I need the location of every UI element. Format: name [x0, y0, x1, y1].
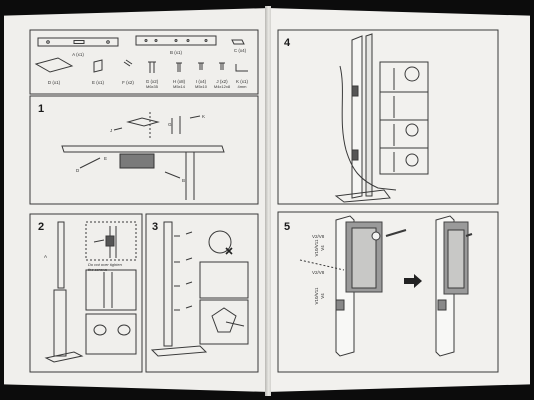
- step-1-callout-e: E: [104, 156, 107, 161]
- left-page: [4, 8, 270, 392]
- part-j-label: J (x2): [216, 79, 228, 84]
- part-h-screw: [176, 62, 182, 72]
- step-1-callout-b: B: [182, 178, 185, 183]
- step-4-zoom-2: [405, 123, 419, 137]
- part-h-spec: M5x14: [173, 84, 186, 89]
- step-1-callout-d: D: [76, 168, 80, 173]
- step-5-label-3: V2/V8: [312, 234, 325, 239]
- step-1-frame: [29, 95, 259, 205]
- step-2-callout-a: A: [44, 254, 47, 259]
- step-4-number: 4: [284, 37, 291, 49]
- part-j-screw: [219, 62, 225, 70]
- part-i-screw: [198, 62, 204, 70]
- part-k-allen-key: [235, 64, 248, 72]
- part-a-label: A (x1): [72, 52, 84, 57]
- step-1-shelf-box: [119, 153, 155, 169]
- part-e-piece: [93, 59, 103, 73]
- step-1-tabletop: [61, 145, 225, 153]
- step-5-arrow: [404, 274, 422, 288]
- step-5-label-1: V10/V11: [314, 239, 319, 256]
- part-j-spec: M4x12x8: [214, 84, 231, 89]
- step-5-label-6: V2/V8: [312, 270, 325, 275]
- part-c-bracket: [231, 39, 245, 45]
- part-k-spec: 4mm: [238, 84, 248, 89]
- step-4-frame: [277, 29, 499, 205]
- part-d-plate: [34, 57, 74, 73]
- step-3-detail-2: [199, 299, 249, 345]
- part-g-bolt: [148, 61, 156, 73]
- step-2-number: 2: [38, 221, 44, 233]
- step-3-detail-1: [199, 261, 249, 299]
- step-4-base: [334, 189, 391, 203]
- step-4-zoom-1: [404, 66, 420, 82]
- step-5-label-5: V4: [320, 293, 325, 299]
- step-4-pole: [351, 35, 363, 199]
- step-3-base: [150, 345, 208, 357]
- step-2-detail-3: [85, 313, 137, 355]
- step-3-number: 3: [152, 221, 158, 233]
- step-2-base: [44, 351, 84, 363]
- part-d-label: D (x1): [48, 80, 61, 85]
- step-1-number: 1: [38, 103, 44, 115]
- step-5-frame: [277, 211, 499, 373]
- step-2-detail-2: [85, 269, 137, 311]
- step-1-callout-j: J: [110, 128, 112, 133]
- step-3-pole: [163, 221, 173, 347]
- part-k-label: K (x1): [236, 79, 249, 84]
- step-2-frame: [29, 213, 143, 373]
- part-i-spec: M5x10: [195, 84, 208, 89]
- step-2-pole-upper: [57, 221, 65, 289]
- page-fold: [265, 6, 271, 396]
- step-3-warning-circle: [208, 230, 232, 254]
- step-2-pole-lower: [53, 289, 67, 357]
- step-2-detail-1: [85, 221, 137, 261]
- part-b-bar: [135, 35, 217, 46]
- part-f-piece: [123, 59, 133, 67]
- step-1-pole: [185, 152, 195, 200]
- part-f-label: F (x2): [122, 80, 134, 85]
- part-h-label: H (x8): [173, 79, 186, 84]
- step-5-label-2: V4: [320, 245, 325, 251]
- part-g-label: G (x2): [146, 79, 159, 84]
- step-1-washer: [126, 117, 160, 127]
- step-1-callout-k: K: [202, 114, 205, 119]
- part-c-label: C (x4): [234, 48, 247, 53]
- parts-list-frame: [29, 29, 259, 95]
- right-page: [267, 8, 530, 392]
- step-3-frame: [145, 213, 259, 373]
- step-1-callout-g: G: [168, 122, 172, 127]
- step-5-number: 5: [284, 221, 290, 233]
- step-4-detail-frame: [379, 61, 429, 175]
- step-2-warning-line-2: the screws: [88, 267, 107, 272]
- part-a-bar: [37, 37, 119, 47]
- step-5-label-4: V10/V11: [314, 287, 319, 304]
- part-i-label: I (x4): [196, 79, 207, 84]
- part-b-label: B (x1): [170, 50, 183, 55]
- part-e-label: E (x1): [92, 80, 105, 85]
- step-4-cable: [339, 65, 397, 191]
- step-2-warning-line-1: Do not over tighten: [88, 262, 123, 267]
- part-g-spec: M6x35: [146, 84, 159, 89]
- step-4-zoom-3: [405, 153, 419, 167]
